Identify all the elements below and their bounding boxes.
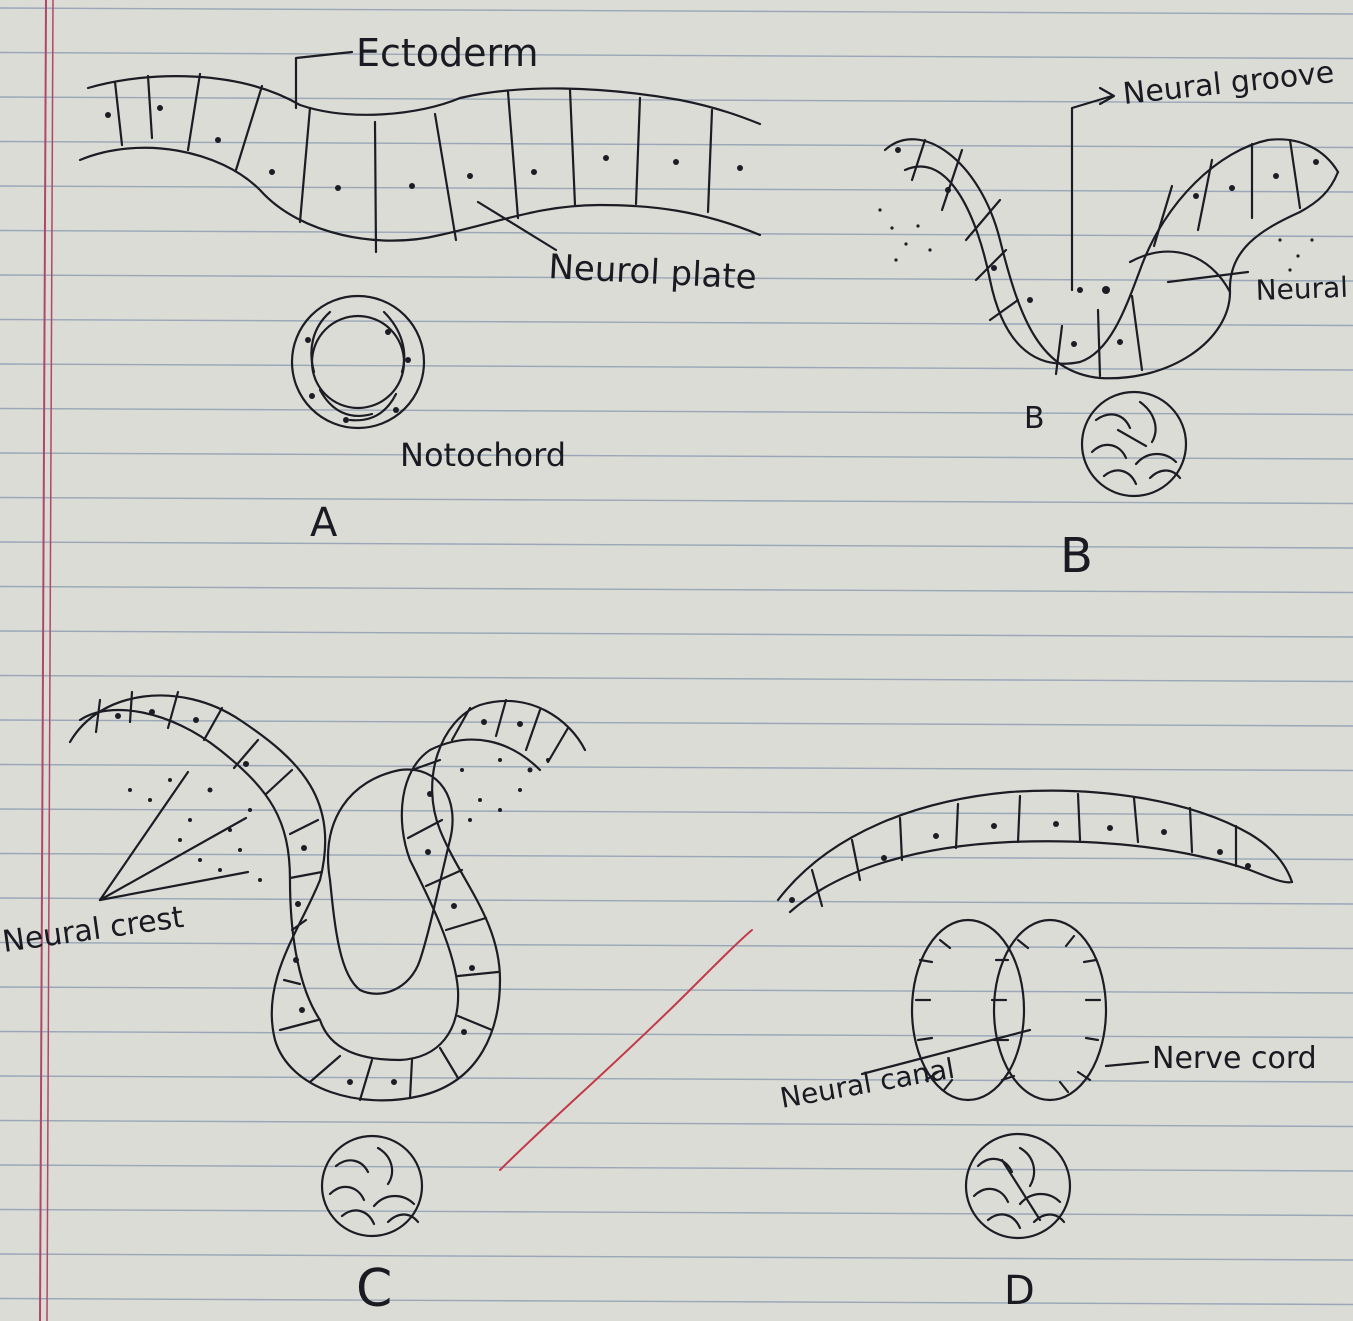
figure-letter-b-small: B	[1024, 401, 1045, 436]
label-neural-fold: Neural fold	[1255, 269, 1353, 307]
figure-letter-b: B	[1060, 528, 1093, 584]
figure-letter-d: D	[1004, 1268, 1035, 1314]
label-nerve-cord: Nerve cord	[1152, 1041, 1317, 1076]
figure-letter-c: C	[356, 1259, 392, 1319]
label-ectoderm: Ectoderm	[356, 31, 539, 75]
figure-letter-a: A	[310, 500, 338, 546]
label-notochord: Notochord	[400, 436, 566, 474]
